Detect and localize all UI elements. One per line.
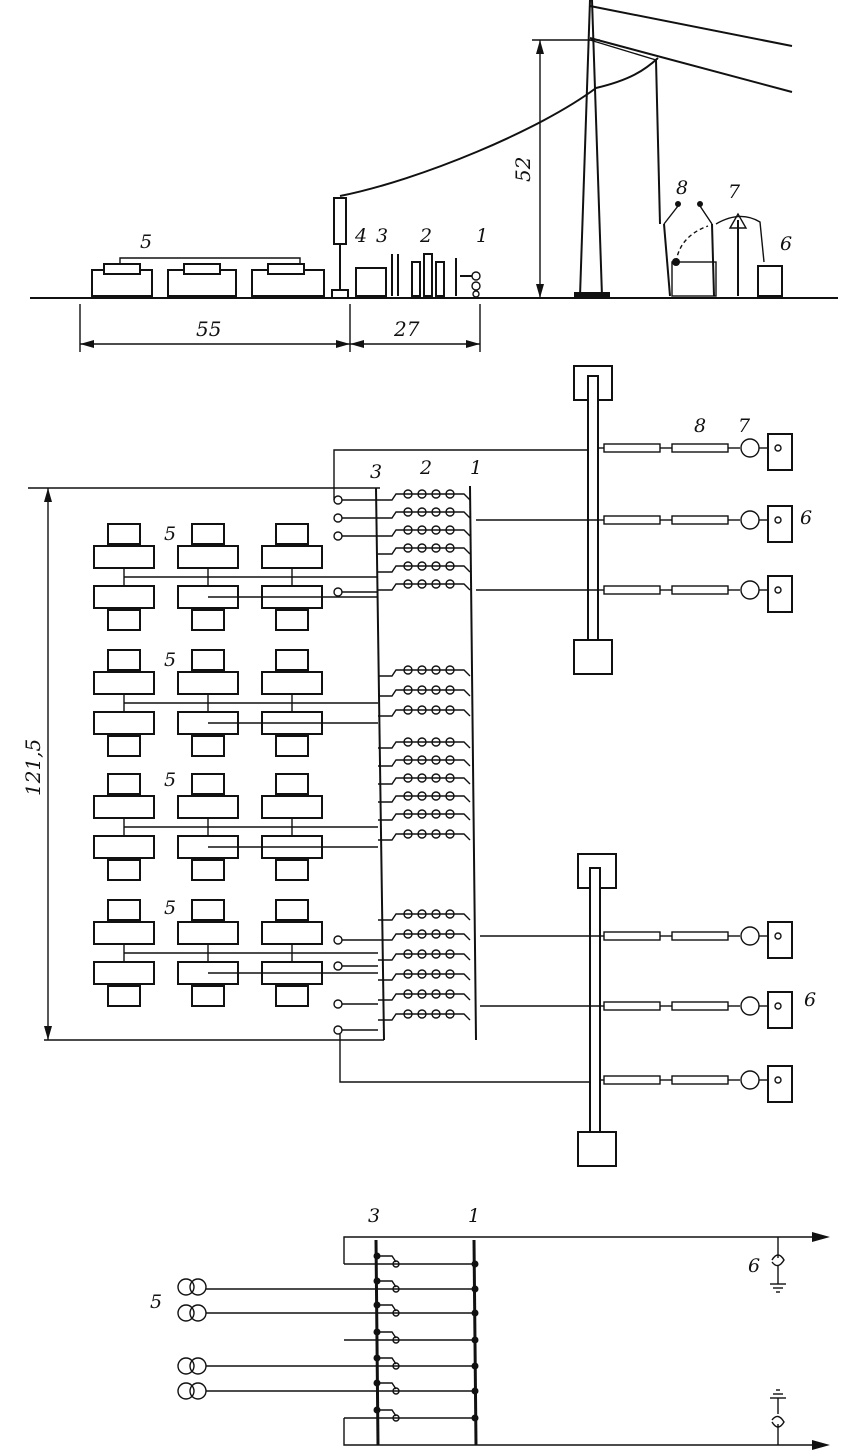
transformer	[261, 649, 323, 757]
schematic-bay	[344, 1328, 479, 1344]
portal-lower	[577, 853, 617, 1167]
disconnector-node	[333, 1025, 343, 1035]
schematic-label-1: 1	[468, 1205, 480, 1227]
transformer	[93, 899, 155, 1007]
schematic-bay	[206, 1354, 479, 1370]
schematic-bay	[206, 1301, 479, 1317]
breaker-row	[378, 929, 471, 941]
plan-label-5c: 5	[164, 769, 176, 791]
schematic-bay	[206, 1379, 479, 1395]
schematic-bay	[344, 1406, 479, 1422]
outgoing-bay	[600, 921, 793, 959]
breaker-row	[378, 579, 471, 591]
bus-1	[469, 485, 477, 1041]
bus-structure-4	[333, 197, 347, 245]
disconnector-node	[333, 587, 343, 597]
breaker-row	[378, 809, 471, 821]
transformer	[93, 523, 155, 631]
plan-label-7: 7	[738, 415, 751, 437]
breaker-row	[378, 525, 471, 537]
breaker-row	[378, 755, 471, 767]
disconnector-node	[333, 961, 343, 971]
transformer	[177, 523, 239, 631]
disconnector-node	[333, 935, 343, 945]
breaker-row	[378, 685, 471, 697]
outgoing-bay	[600, 991, 793, 1029]
label-5: 5	[140, 231, 152, 253]
plan-label-6a: 6	[800, 507, 812, 529]
transformer	[177, 649, 239, 757]
label-8: 8	[676, 177, 688, 199]
breaker-row	[378, 989, 471, 1001]
plan-label-5a: 5	[164, 523, 176, 545]
breaker-row	[378, 705, 471, 717]
label-7: 7	[728, 181, 741, 203]
disconnector-node	[333, 531, 343, 541]
transformer-symbols	[177, 1278, 207, 1400]
breaker-row	[378, 561, 471, 573]
outgoing-bay	[598, 575, 793, 613]
schematic-label-3: 3	[368, 1205, 380, 1227]
plan-label-8: 8	[694, 415, 706, 437]
plan-view: 121,5 3 2 1 8 7 6 6 5	[21, 365, 816, 1167]
schematic-bay	[344, 1252, 479, 1268]
breaker-row	[378, 489, 471, 501]
outgoing-bay	[598, 433, 793, 471]
breaker-row	[378, 665, 471, 677]
dim-121-5: 121,5	[21, 739, 45, 796]
transformer	[261, 899, 323, 1007]
outgoing-lines	[476, 433, 793, 1103]
bus-3	[375, 487, 385, 1041]
dim-55: 55	[196, 317, 221, 341]
transformer-groups	[93, 523, 378, 1007]
plan-label-1: 1	[470, 457, 482, 479]
dim-27: 27	[393, 317, 420, 341]
schematic-bus-3	[374, 1239, 380, 1446]
transformer	[93, 773, 155, 881]
breaker-row	[378, 829, 471, 841]
plan-label-3: 3	[370, 461, 382, 483]
label-4: 4	[354, 225, 367, 247]
schematic-label-6: 6	[748, 1255, 760, 1277]
label-1: 1	[476, 225, 488, 247]
right-equipment	[655, 59, 783, 297]
tower	[574, 0, 793, 298]
breaker-row	[378, 949, 471, 961]
outgoing-bay	[598, 505, 793, 543]
switchgear-elevation	[355, 253, 481, 298]
single-line-schematic: 3 1 5 6	[150, 1205, 830, 1450]
breaker-row	[378, 773, 471, 785]
plan-label-6b: 6	[804, 989, 816, 1011]
disconnector-node	[333, 513, 343, 523]
breaker-row	[378, 507, 471, 519]
breaker-row	[378, 791, 471, 803]
schematic-bays	[206, 1252, 479, 1422]
disconnector-node	[333, 495, 343, 505]
elevation-dimensions	[79, 39, 590, 352]
transformer	[93, 649, 155, 757]
breaker-row	[378, 969, 471, 981]
breaker-row	[378, 737, 471, 749]
label-6: 6	[780, 233, 792, 255]
portal-upper	[573, 365, 613, 675]
elevation-view: 5 4 3 2 1 8 7 6 55 27 52	[30, 0, 838, 352]
schematic-bay	[206, 1277, 479, 1293]
arrester-symbols	[770, 1237, 786, 1445]
breaker-row	[378, 1009, 471, 1021]
label-3: 3	[376, 225, 388, 247]
label-2: 2	[419, 225, 432, 247]
dim-52: 52	[511, 157, 535, 182]
schematic-label-5: 5	[150, 1291, 162, 1313]
plan-label-5b: 5	[164, 649, 176, 671]
breaker-rows	[333, 489, 471, 1035]
plan-label-2: 2	[419, 457, 432, 479]
breaker-row	[378, 909, 471, 921]
transformer	[261, 523, 323, 631]
disconnector-node	[333, 999, 343, 1009]
transformer-row	[91, 257, 325, 297]
plan-label-5d: 5	[164, 897, 176, 919]
outgoing-bay	[600, 1065, 793, 1103]
breaker-row	[378, 543, 471, 555]
